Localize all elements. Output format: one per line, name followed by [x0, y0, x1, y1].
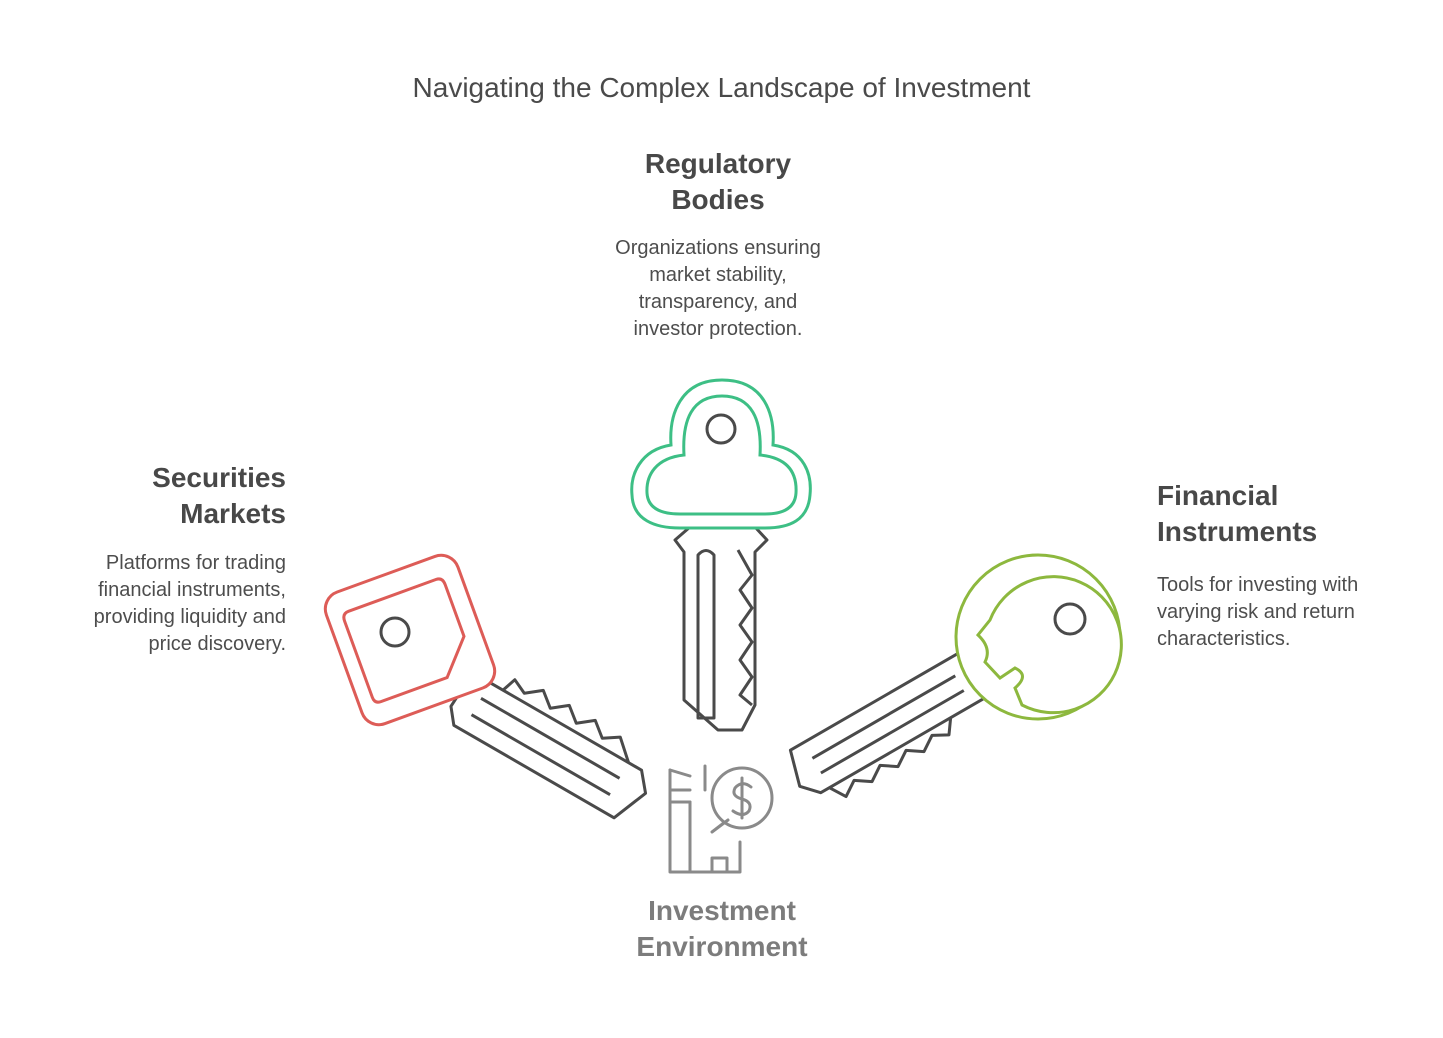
investment-heading: Investment Environment	[572, 893, 872, 965]
building-dollar-icon	[668, 764, 774, 874]
regulatory-desc-line: market stability,	[649, 264, 787, 286]
regulatory-heading-line2: Bodies	[671, 184, 765, 215]
securities-heading-line1: Securities	[152, 462, 286, 493]
regulatory-desc-line: Organizations ensuring	[615, 237, 821, 259]
financial-desc-line: varying risk and return	[1157, 601, 1355, 623]
regulatory-desc-line: transparency, and	[638, 291, 798, 313]
diagram-title: Navigating the Complex Landscape of Inve…	[412, 72, 1031, 103]
financial-desc-line: characteristics.	[1157, 628, 1291, 650]
securities-heading-line2: Markets	[180, 498, 286, 529]
securities-desc-line: financial instruments,	[98, 579, 286, 601]
regulatory-heading-line1: Regulatory	[644, 148, 792, 179]
regulatory-description: Organizations ensuring market stability,…	[568, 235, 868, 343]
financial-heading: Financial Instruments	[1157, 478, 1417, 550]
regulatory-desc-line: investor protection.	[633, 318, 803, 340]
investment-heading-line1: Investment	[648, 895, 796, 926]
financial-description: Tools for investing with varying risk an…	[1157, 572, 1417, 653]
financial-desc-line: Tools for investing with	[1157, 574, 1359, 596]
securities-desc-line: price discovery.	[148, 633, 286, 655]
securities-desc-line: providing liquidity and	[93, 606, 286, 628]
financial-heading-line1: Financial	[1157, 480, 1279, 511]
securities-heading: Securities Markets	[36, 460, 286, 532]
securities-description: Platforms for trading financial instrume…	[36, 550, 286, 658]
regulatory-key-icon	[630, 378, 812, 732]
regulatory-heading: Regulatory Bodies	[568, 146, 868, 218]
investment-heading-line2: Environment	[636, 931, 808, 962]
securities-key-icon	[323, 553, 648, 820]
securities-desc-line: Platforms for trading	[105, 552, 286, 574]
financial-key-icon	[788, 553, 1123, 799]
financial-heading-line2: Instruments	[1157, 516, 1318, 547]
